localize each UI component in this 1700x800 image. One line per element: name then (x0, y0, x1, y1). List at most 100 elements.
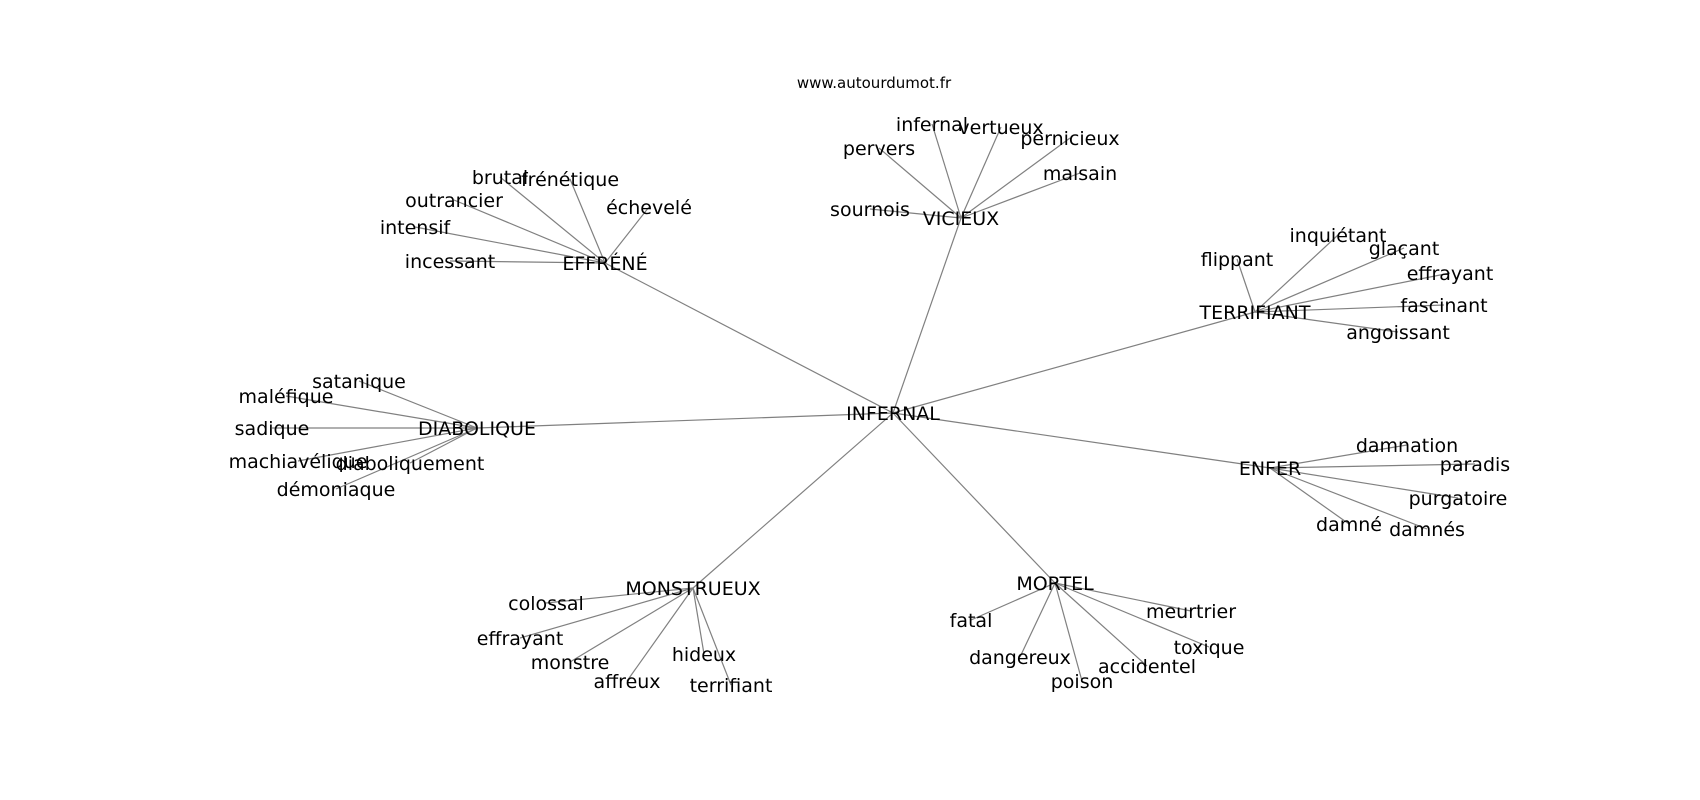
edge-monstrueux-leaf (519, 587, 694, 639)
group-node-diabolique: DIABOLIQUE (418, 418, 536, 440)
edge-diabolique-leaf (409, 427, 478, 464)
group-node-vicieux: VICIEUX (923, 208, 999, 230)
edge-effrene-leaf (569, 178, 606, 264)
leaf-node-label: démoniaque (277, 479, 396, 501)
edge-effrene-leaf (499, 176, 606, 264)
edge-monstrueux-leaf (569, 587, 694, 663)
edge-root-vicieux (892, 217, 962, 414)
edge-root-diabolique (476, 412, 894, 429)
leaf-node-label: meurtrier (1146, 601, 1236, 623)
edge-effrene-leaf (414, 226, 606, 264)
leaf-node-label: damnés (1389, 519, 1465, 541)
leaf-node-label: intensif (380, 217, 452, 239)
edge-enfer-leaf (1269, 467, 1459, 499)
edge-vicieux-leaf (960, 126, 1002, 219)
edge-monstrueux-leaf (626, 587, 694, 682)
edge-effrene-leaf (449, 260, 606, 264)
leaf-node-label: malsain (1043, 163, 1117, 185)
leaf-node-label: fascinant (1400, 295, 1487, 317)
leaf-node-label: damnation (1356, 435, 1458, 457)
edge-terrifiant-leaf (1254, 247, 1405, 313)
leaf-node-label: pervers (843, 138, 915, 160)
edge-diabolique-leaf (285, 395, 478, 429)
edge-mortel-leaf (1019, 582, 1056, 658)
leaf-node-label: glaçant (1369, 238, 1440, 260)
edge-root-terrifiant (892, 311, 1256, 414)
leaf-node-label: satanique (312, 371, 406, 393)
edge-enfer-leaf (1269, 463, 1476, 469)
edge-mortel-leaf (1054, 582, 1148, 667)
edge-effrene-leaf (453, 199, 606, 264)
leaf-node-label: incessant (405, 251, 495, 273)
edge-mortel-leaf (1054, 582, 1192, 612)
leaf-node-label: effrayant (477, 628, 564, 650)
edge-root-mortel (892, 412, 1056, 584)
edge-terrifiant-leaf (1254, 272, 1451, 313)
edge-vicieux-leaf (869, 208, 962, 219)
leaf-node-label: colossal (508, 593, 584, 615)
edge-vicieux-leaf (878, 147, 962, 219)
group-node-effrene: EFFRÉNÉ (562, 252, 647, 275)
edge-root-effrene (604, 262, 894, 414)
edge-monstrueux-leaf (692, 587, 705, 655)
edge-monstrueux-leaf (545, 587, 694, 604)
edge-effrene-leaf (604, 206, 650, 264)
edge-diabolique-leaf (297, 427, 478, 462)
group-node-mortel: MORTEL (1016, 573, 1094, 595)
leaf-node-label: purgatoire (1409, 488, 1508, 510)
edge-mortel-leaf (1054, 582, 1210, 648)
leaf-node-label: poison (1051, 671, 1114, 693)
edge-terrifiant-leaf (1254, 311, 1399, 333)
edge-mortel-leaf (970, 582, 1056, 621)
leaf-node-label: toxique (1174, 637, 1245, 659)
leaf-node-label: pernicieux (1020, 128, 1119, 150)
leaf-node-label: inquiétant (1290, 225, 1387, 247)
edge-vicieux-leaf (960, 172, 1081, 219)
leaf-node-label: damné (1316, 514, 1382, 536)
site-watermark: www.autourdumot.fr (797, 74, 952, 92)
edge-terrifiant-leaf (1254, 304, 1445, 313)
edge-vicieux-leaf (931, 123, 962, 219)
leaf-node-label: dangereux (969, 647, 1071, 669)
leaf-node-label: diaboliquement (336, 453, 485, 475)
edge-enfer-leaf (1269, 467, 1428, 530)
leaf-node-label: frénétique (521, 169, 619, 191)
leaf-node-label: flippant (1201, 249, 1274, 271)
leaf-node-label: accidentel (1098, 656, 1196, 678)
edge-diabolique-leaf (335, 427, 478, 490)
graph-edges (272, 123, 1476, 686)
edge-monstrueux-leaf (692, 587, 732, 686)
leaf-node-label: monstre (531, 652, 610, 674)
leaf-node-label: angoissant (1346, 322, 1450, 344)
edge-terrifiant-leaf (1236, 258, 1256, 313)
leaf-node-label: terrifiant (690, 675, 773, 697)
edge-enfer-leaf (1269, 467, 1350, 525)
group-node-monstrueux: MONSTRUEUX (625, 578, 760, 600)
edge-diabolique-leaf (358, 380, 478, 429)
edge-root-enfer (892, 412, 1271, 469)
leaf-node-label: affreux (593, 671, 660, 693)
leaf-node-label: outrancier (405, 190, 503, 212)
group-node-terrifiant: TERRIFIANT (1199, 302, 1311, 324)
group-node-enfer: ENFER (1239, 458, 1301, 480)
leaf-node-label: infernal (896, 114, 968, 136)
edge-enfer-leaf (1269, 444, 1408, 469)
edge-terrifiant-leaf (1254, 234, 1339, 313)
root-node-label: INFERNAL (846, 403, 940, 425)
leaf-node-label: hideux (672, 644, 736, 666)
leaf-node-label: vertueux (958, 117, 1043, 139)
leaf-node-label: maléfique (239, 386, 334, 408)
edge-root-monstrueux (692, 412, 894, 589)
edge-mortel-leaf (1054, 582, 1083, 682)
edge-vicieux-leaf (960, 137, 1071, 219)
leaf-node-label: effrayant (1407, 263, 1494, 285)
leaf-node-label: échevelé (606, 197, 692, 219)
leaf-node-label: machiavélique (229, 451, 368, 473)
leaf-node-label: fatal (950, 610, 993, 632)
leaf-node-label: sournois (830, 199, 910, 221)
leaf-node-label: sadique (235, 418, 310, 440)
leaf-node-label: brutal (472, 167, 528, 189)
leaf-node-label: paradis (1440, 454, 1510, 476)
